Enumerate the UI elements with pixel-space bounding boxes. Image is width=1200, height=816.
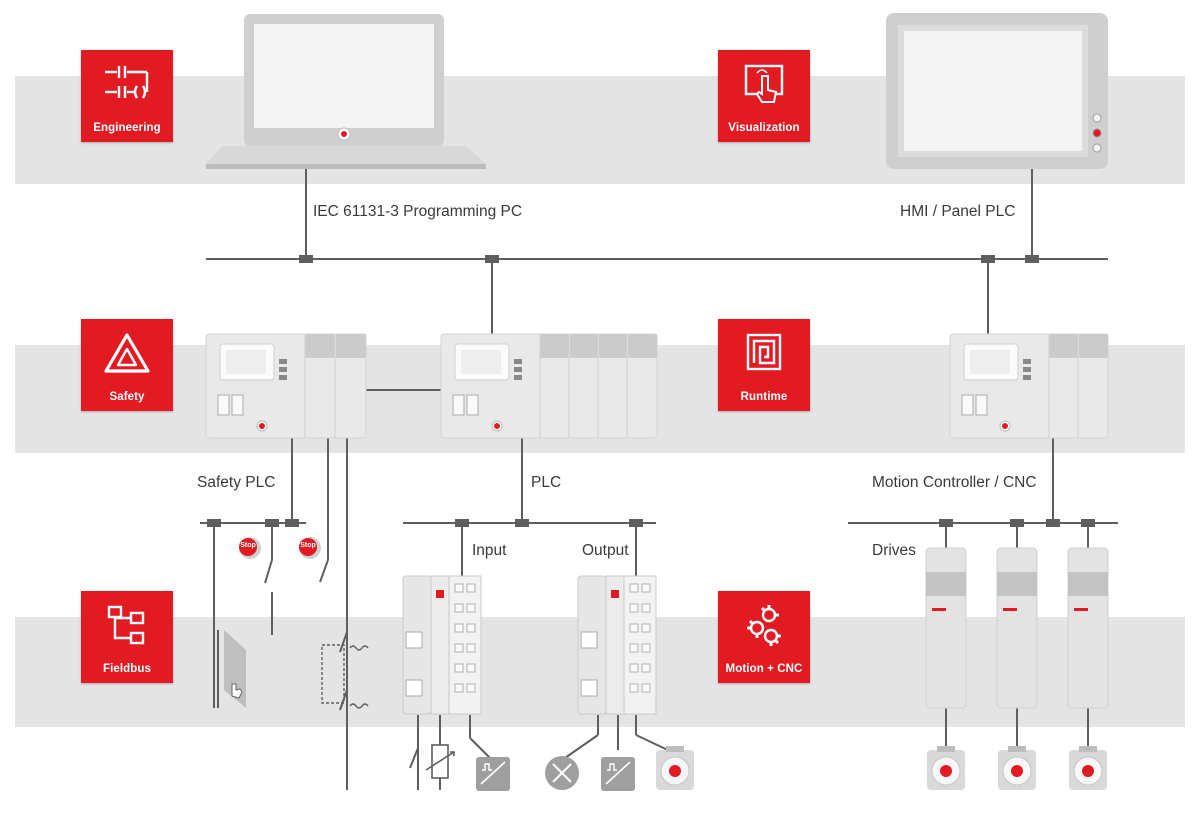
stop-button-icon-2 xyxy=(299,537,321,559)
input-label: Input xyxy=(472,542,507,559)
warning-triangle-icon xyxy=(104,333,150,373)
motion-cnc-label: Motion + CNC xyxy=(725,663,803,675)
lamp-icon xyxy=(545,756,579,790)
safety-plc-device xyxy=(205,333,367,439)
engineering-tile: Engineering xyxy=(81,50,173,142)
stop-label: Stop xyxy=(240,542,256,549)
hmi-panel-icon xyxy=(886,13,1108,169)
motion-cnc-tile: Motion + CNC xyxy=(718,591,810,683)
safety-plc-label: Safety PLC xyxy=(197,474,276,491)
network-blocks-icon xyxy=(107,605,145,645)
safety-tile: Safety xyxy=(81,319,173,411)
analog-actuator-icon xyxy=(601,757,635,791)
nested-squares-icon xyxy=(746,333,782,371)
ladder-logic-icon xyxy=(105,66,149,99)
motion-controller-device xyxy=(949,333,1109,439)
safety-label: Safety xyxy=(109,391,145,403)
drives-label: Drives xyxy=(872,542,916,559)
stop-button-icon xyxy=(239,537,261,559)
touch-screen-icon xyxy=(744,64,784,103)
input-module xyxy=(402,575,482,715)
drive-3 xyxy=(1067,547,1109,709)
gears-icon xyxy=(747,605,781,646)
plc-label: PLC xyxy=(531,474,562,491)
fieldbus-tile: Fieldbus xyxy=(81,591,173,683)
programming-pc-label: IEC 61131-3 Programming PC xyxy=(313,203,523,220)
plc-device xyxy=(440,333,658,439)
runtime-tile: Runtime xyxy=(718,319,810,411)
motion-controller-label: Motion Controller / CNC xyxy=(872,474,1037,491)
output-motor-icon xyxy=(656,746,694,790)
hmi-label: HMI / Panel PLC xyxy=(900,203,1016,220)
drive-1 xyxy=(925,547,967,709)
motor-1-icon xyxy=(927,746,965,790)
fieldbus-label: Fieldbus xyxy=(102,663,152,675)
output-module xyxy=(577,575,657,715)
laptop-icon xyxy=(206,14,486,169)
visualization-label: Visualization xyxy=(728,122,800,134)
analog-sensor-icon xyxy=(476,757,510,791)
runtime-label: Runtime xyxy=(740,391,788,403)
drive-2 xyxy=(996,547,1038,709)
motor-2-icon xyxy=(998,746,1036,790)
visualization-tile: Visualization xyxy=(718,50,810,142)
potentiometer-icon xyxy=(425,744,455,779)
stop-label-2: Stop xyxy=(300,542,316,549)
motor-3-icon xyxy=(1069,746,1107,790)
engineering-label: Engineering xyxy=(93,122,161,134)
output-label: Output xyxy=(582,542,629,559)
light-curtain-icon xyxy=(217,630,246,708)
